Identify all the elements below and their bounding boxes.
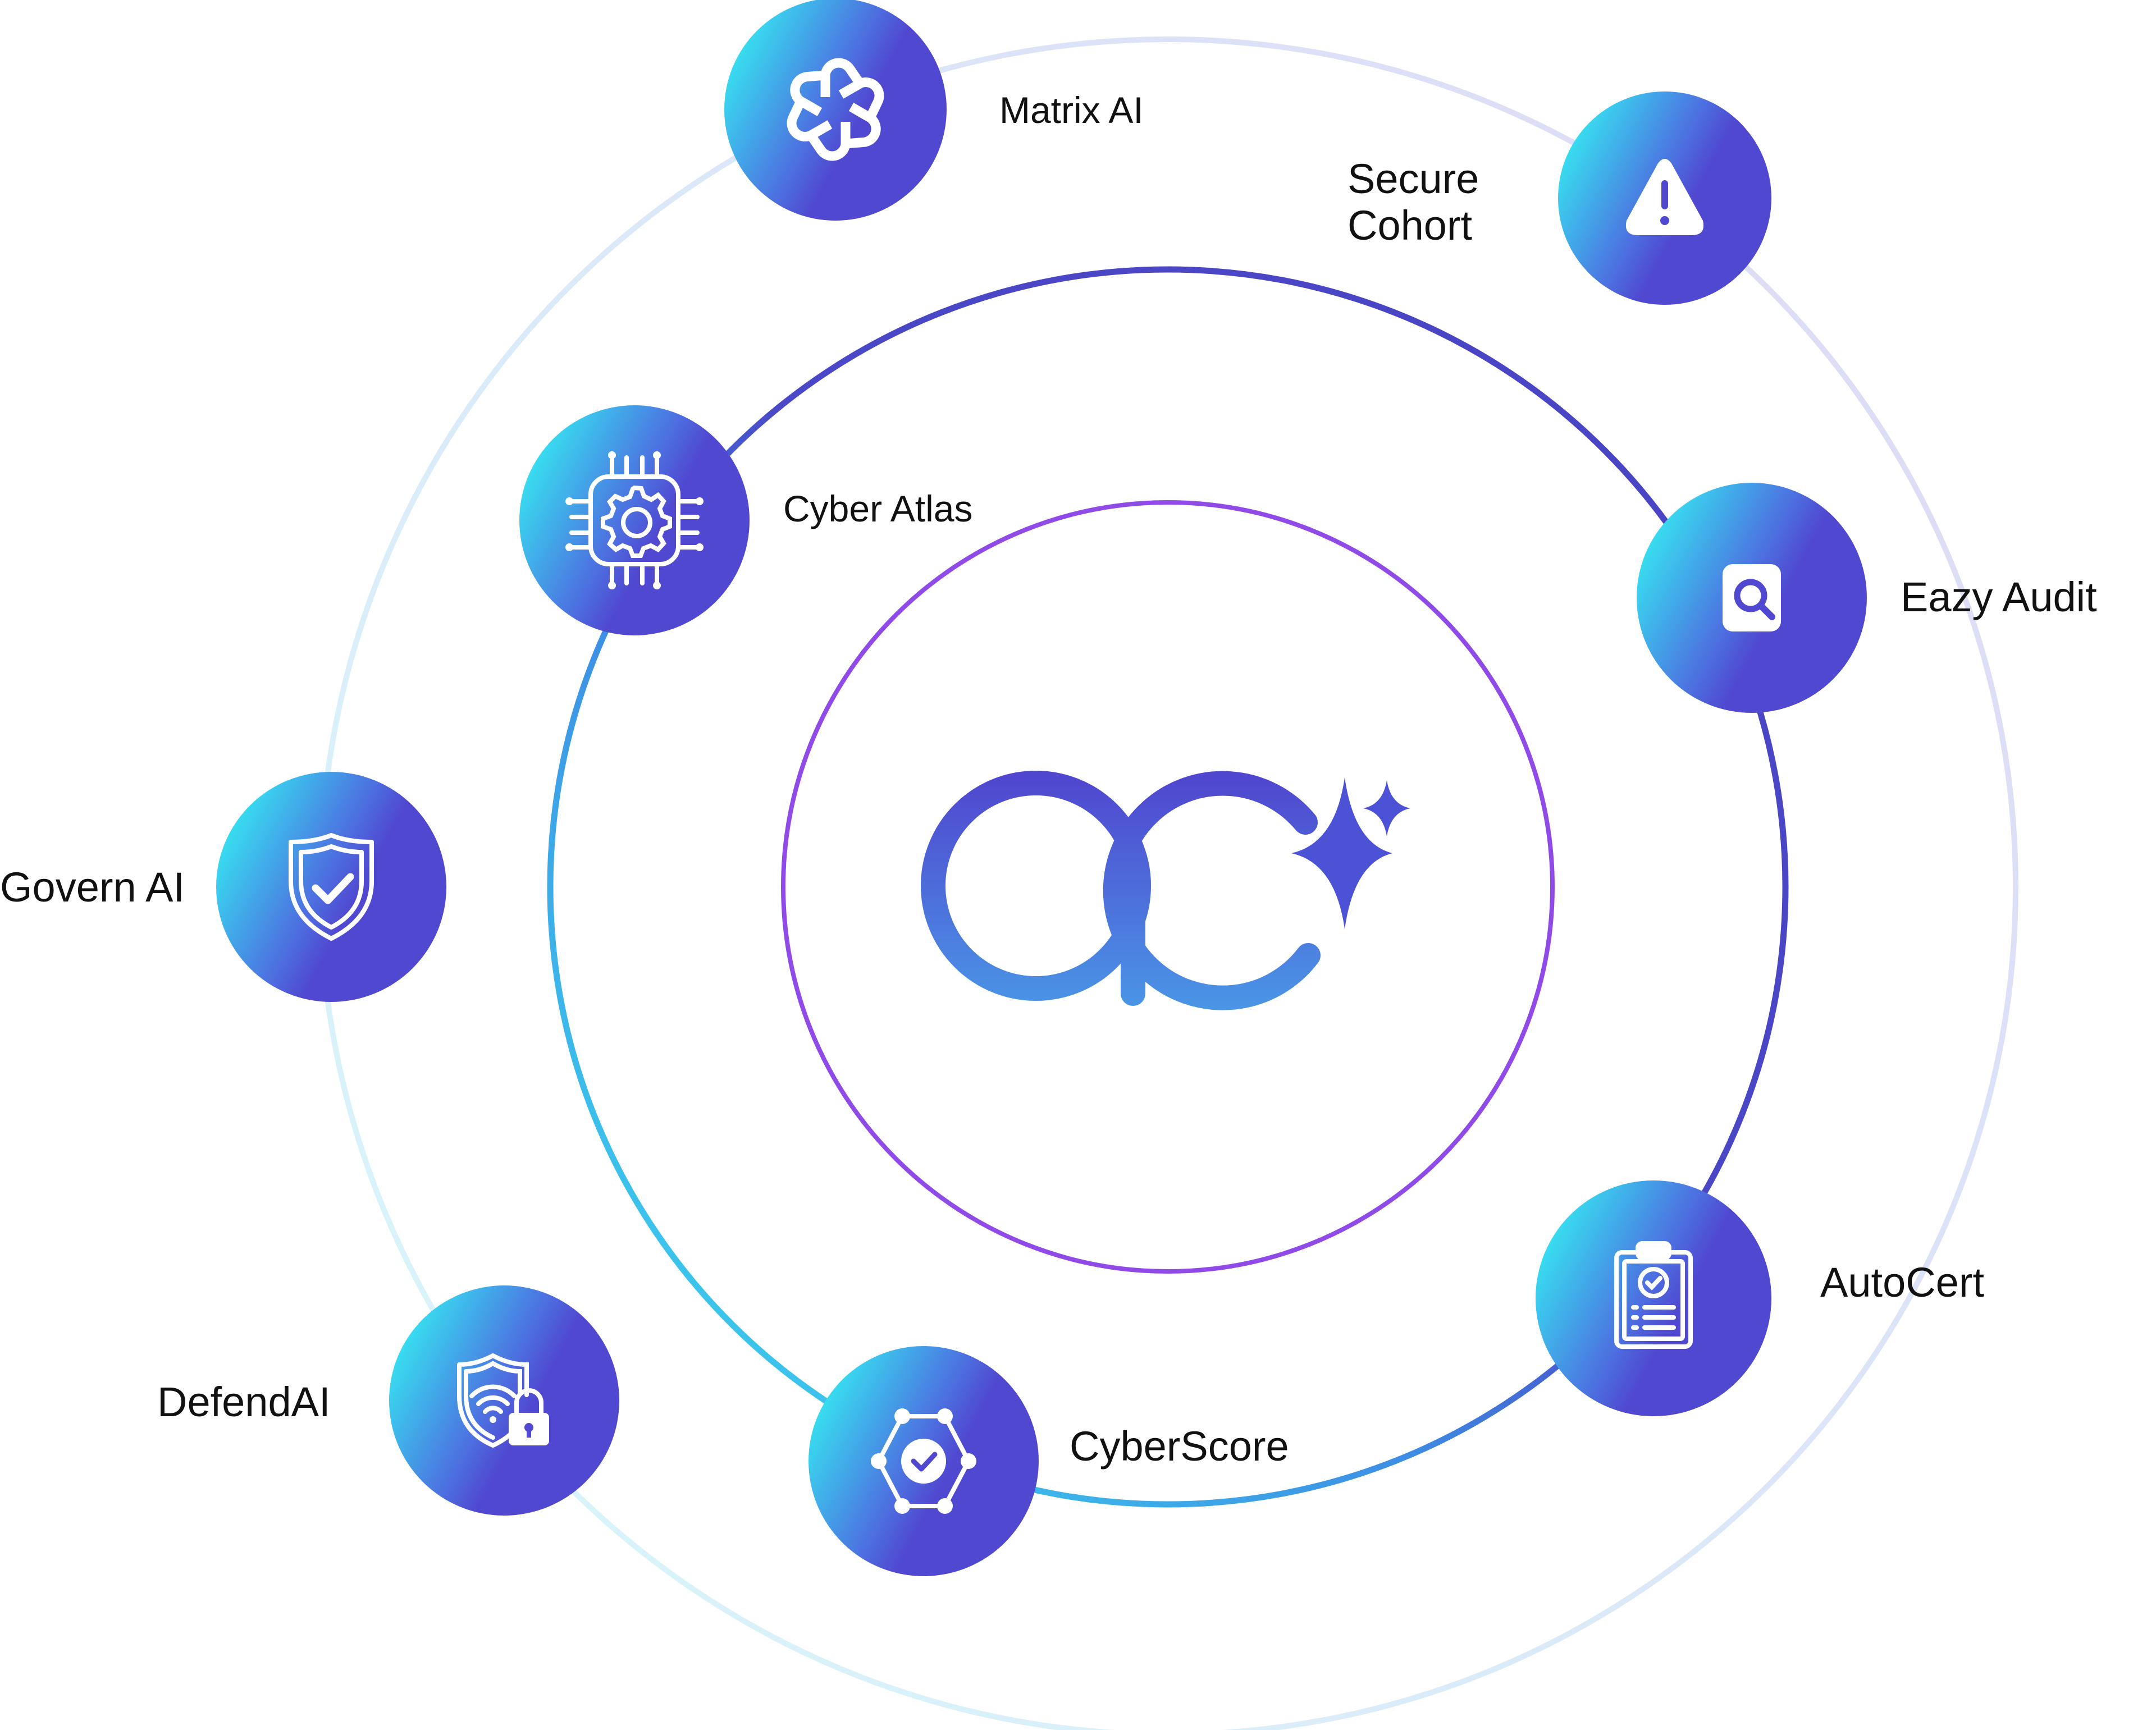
openai-knot-icon bbox=[782, 63, 889, 156]
chip-gear-icon bbox=[565, 451, 704, 589]
middle-ring bbox=[547, 266, 1789, 1508]
label-secure-cohort-line1: Secure bbox=[1347, 155, 1479, 202]
node-eazy-audit[interactable] bbox=[1637, 483, 1867, 713]
node-cyberscore[interactable] bbox=[808, 1346, 1039, 1576]
hexagon-network-check-icon bbox=[871, 1408, 976, 1514]
clipboard-check-icon bbox=[1614, 1241, 1693, 1349]
ac-logo bbox=[921, 771, 1410, 1010]
label-eazy-audit: Eazy Audit bbox=[1901, 574, 2097, 620]
label-secure-cohort: Secure Cohort bbox=[1347, 155, 1479, 249]
shield-wifi-lock-icon bbox=[457, 1353, 549, 1448]
node-secure-cohort[interactable] bbox=[1558, 91, 1771, 305]
node-autocert[interactable] bbox=[1536, 1180, 1771, 1416]
label-defend-ai: DefendAI bbox=[157, 1379, 331, 1425]
sparkle-large-icon bbox=[1291, 777, 1392, 929]
inner-ring bbox=[781, 500, 1555, 1274]
label-autocert: AutoCert bbox=[1820, 1259, 1985, 1306]
document-search-icon bbox=[1723, 564, 1781, 631]
shield-check-icon bbox=[289, 833, 374, 941]
node-defend-ai[interactable] bbox=[389, 1285, 619, 1516]
warning-triangle-icon bbox=[1625, 159, 1704, 235]
sparkle-small-icon bbox=[1363, 780, 1410, 836]
label-cyber-atlas: Cyber Atlas bbox=[783, 488, 973, 529]
label-secure-cohort-line2: Cohort bbox=[1347, 202, 1473, 249]
node-cyber-atlas[interactable] bbox=[519, 405, 750, 635]
node-matrix-ai[interactable] bbox=[724, 0, 947, 221]
node-govern-ai[interactable] bbox=[216, 772, 446, 1002]
label-govern-ai: Govern AI bbox=[0, 864, 185, 910]
label-matrix-ai: Matrix AI bbox=[999, 89, 1144, 131]
label-cyberscore: CyberScore bbox=[1070, 1423, 1289, 1470]
